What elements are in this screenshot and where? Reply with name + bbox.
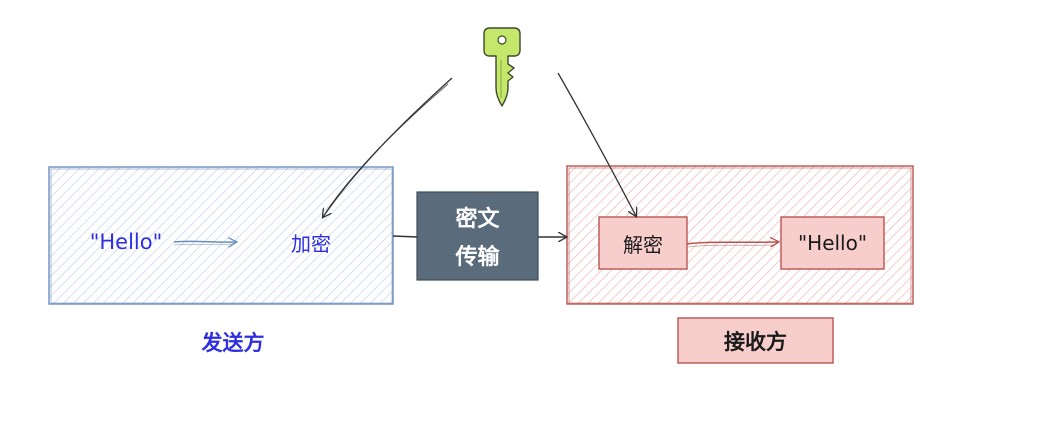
receiver-plaintext-box <box>780 216 885 270</box>
channel-label-line2: 传输 <box>455 245 500 270</box>
key-to-decrypt-arrow <box>557 72 636 216</box>
ciphertext-channel-box <box>416 191 539 281</box>
sender-container <box>48 166 394 305</box>
encrypt-label: 加密 <box>291 231 331 256</box>
sender-arrow <box>173 241 236 242</box>
decrypt-label: 解密 <box>623 232 663 257</box>
channel-label-line1: 密文 <box>455 207 500 232</box>
key-icon <box>483 27 521 107</box>
sender-caption: 发送方 <box>201 331 265 355</box>
receiver-plaintext-label: "Hello" <box>797 231 868 255</box>
sender-to-channel-line <box>392 235 418 238</box>
sender-plaintext-label: "Hello" <box>89 230 163 254</box>
receiver-caption: 接收方 <box>724 329 787 354</box>
receiver-caption-box <box>677 317 834 364</box>
receiver-arrow <box>686 242 778 244</box>
decrypt-box <box>598 216 688 270</box>
